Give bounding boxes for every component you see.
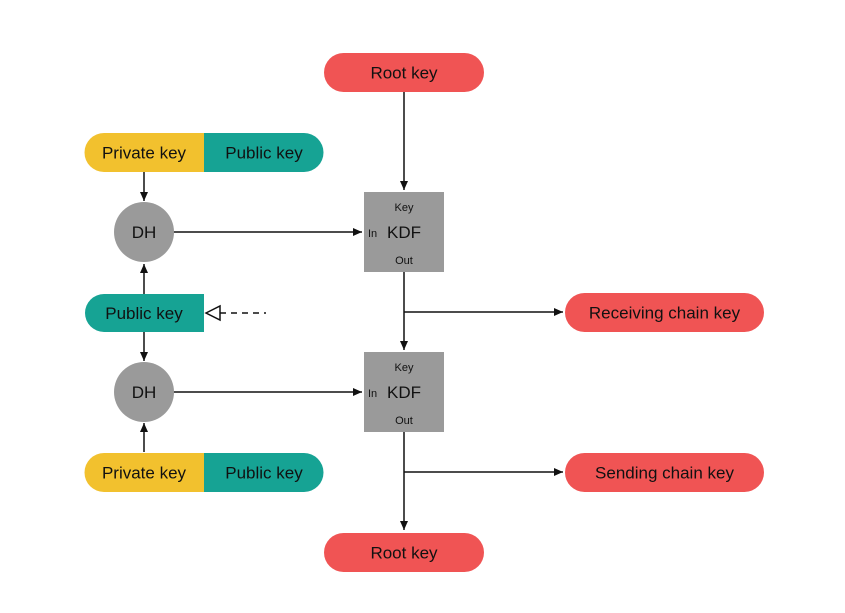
receiving-chain-key-label: Receiving chain key bbox=[589, 304, 741, 323]
connectors bbox=[140, 92, 563, 530]
keypair-bottom: Private key Public key bbox=[84, 453, 324, 493]
sending-chain-key: Sending chain key bbox=[565, 453, 764, 492]
kdf-bottom-out-port: Out bbox=[395, 415, 413, 427]
keypair-top: Private key Public key bbox=[84, 133, 324, 172]
private-key-top-label: Private key bbox=[102, 144, 187, 163]
public-key-middle: Public key bbox=[85, 294, 204, 332]
root-key-top-label: Root key bbox=[370, 64, 438, 83]
keypair-top-public-bg bbox=[204, 133, 324, 172]
root-key-top: Root key bbox=[324, 53, 484, 92]
kdf-top-key-port: Key bbox=[395, 202, 414, 214]
kdf-bottom-key-port: Key bbox=[395, 362, 414, 374]
keypair-bottom-private-bg bbox=[84, 453, 204, 493]
kdf-top-label: KDF bbox=[387, 223, 421, 242]
root-key-bottom: Root key bbox=[324, 533, 484, 572]
public-key-top-label: Public key bbox=[225, 144, 303, 163]
public-key-bottom-label: Public key bbox=[225, 464, 303, 483]
dh-node-top: DH bbox=[114, 202, 174, 262]
sending-chain-key-label: Sending chain key bbox=[595, 464, 734, 483]
root-key-bottom-label: Root key bbox=[370, 544, 438, 563]
kdf-top-in-port: In bbox=[368, 228, 377, 240]
kdf-box-top: Key In KDF Out bbox=[364, 192, 444, 272]
receiving-chain-key: Receiving chain key bbox=[565, 293, 764, 332]
kdf-box-bottom: Key In KDF Out bbox=[364, 352, 444, 432]
keypair-top-private-bg bbox=[84, 133, 204, 172]
private-key-bottom-label: Private key bbox=[102, 464, 187, 483]
dh-bottom-label: DH bbox=[132, 383, 157, 402]
keypair-bottom-public-bg bbox=[204, 453, 324, 492]
dh-top-label: DH bbox=[132, 223, 157, 242]
kdf-top-out-port: Out bbox=[395, 255, 413, 267]
kdf-bottom-label: KDF bbox=[387, 383, 421, 402]
kdf-bottom-in-port: In bbox=[368, 388, 377, 400]
hollow-arrowhead bbox=[204, 304, 221, 322]
dh-node-bottom: DH bbox=[114, 362, 174, 422]
public-key-middle-label: Public key bbox=[105, 304, 183, 323]
